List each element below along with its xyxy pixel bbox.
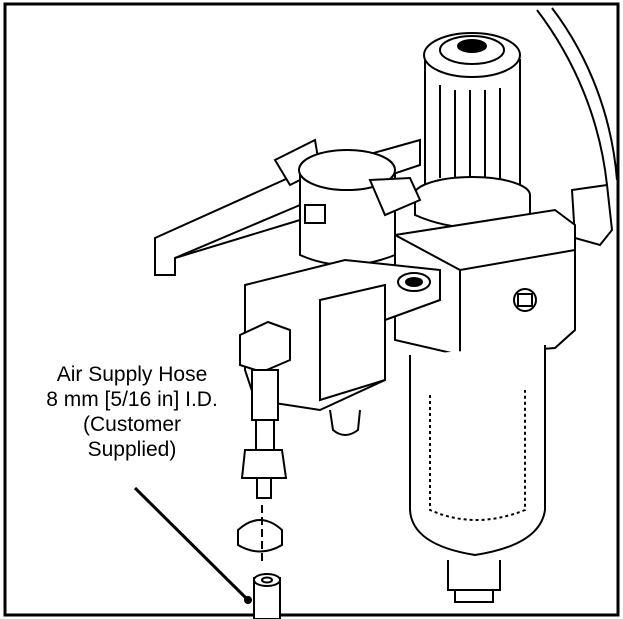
hose-clamp (237, 505, 283, 565)
solenoid-valve-body (244, 258, 441, 436)
callout-leader-line (133, 486, 250, 602)
air-supply-hose (253, 573, 281, 619)
callout-line-1: Air Supply Hose (56, 363, 208, 386)
diagram-border (3, 2, 620, 617)
elbow-fitting (239, 320, 291, 499)
air-supply-hose-callout: Air Supply Hose 8 mm [5/16 in] I.D. (Cus… (22, 362, 242, 462)
callout-line-3: (Customer (82, 413, 182, 436)
regulator-knob (413, 32, 531, 229)
air-line-tubing (536, 7, 618, 247)
regulator-body (394, 208, 576, 357)
callout-leader-dot (244, 596, 252, 604)
filter-bowl (409, 345, 546, 603)
callout-line-4: Supplied) (87, 438, 177, 461)
solenoid-valve-cap (273, 138, 422, 266)
callout-line-2: 8 mm [5/16 in] I.D. (46, 388, 218, 411)
